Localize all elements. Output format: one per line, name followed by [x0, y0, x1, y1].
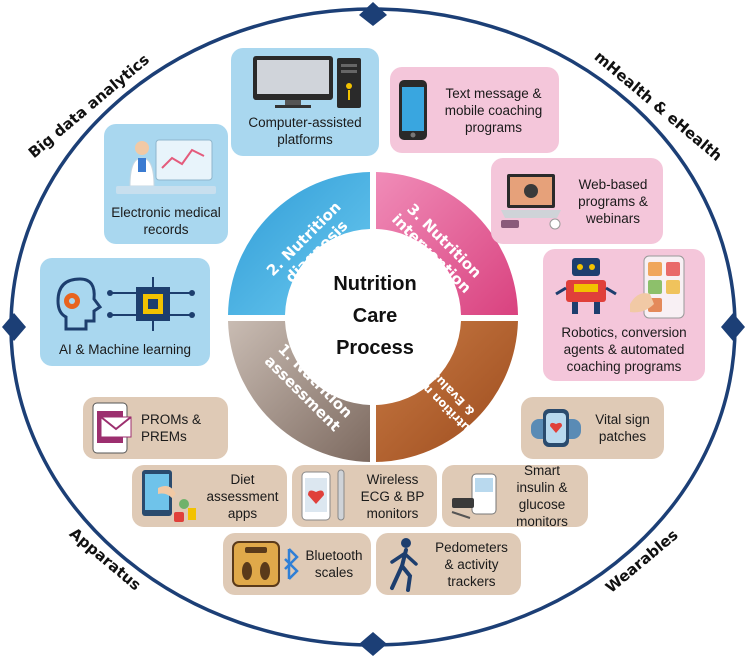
phone-message-icon	[92, 402, 132, 454]
card-computer-assisted-label: Computer-assisted platforms	[248, 115, 362, 147]
card-proms-label: PROMs & PREMs	[141, 412, 202, 444]
card-emr-label: Electronic medical records	[111, 205, 221, 237]
center-line-3: Process	[336, 337, 414, 359]
computer-icon	[253, 56, 361, 108]
card-text-message: Text message & mobile coaching programs	[390, 67, 559, 153]
card-text-message-label: Text message & mobile coaching programs	[444, 85, 543, 135]
ecg-device-icon	[301, 469, 345, 521]
card-vital-label: Vital sign patches	[595, 412, 650, 444]
center-line-2: Care	[352, 305, 398, 327]
corner-label-wearables: Wearables	[602, 526, 682, 597]
card-diet-label: Diet assessment apps	[206, 471, 279, 521]
corner-label-apparatus: Apparatus	[66, 524, 145, 594]
ai-chip-icon	[56, 277, 195, 331]
glucose-monitor-icon	[451, 473, 497, 519]
smartwatch-icon	[531, 409, 581, 447]
card-vital-sign: Vital sign patches	[521, 397, 664, 459]
card-ecg-bp: Wireless ECG & BP monitors	[292, 465, 437, 527]
ring-marker-right	[721, 313, 745, 341]
card-ecg-label: Wireless ECG & BP monitors	[360, 471, 425, 521]
center-line-1: Nutrition	[333, 273, 417, 295]
ring-marker-bottom	[359, 632, 387, 656]
card-robotics: Robotics, conversion agents & automated …	[543, 249, 705, 381]
laptop-icon	[501, 174, 561, 230]
tablet-food-icon	[142, 470, 196, 522]
center-disc	[287, 231, 459, 403]
card-smart-insulin: Smart insulin & glucose monitors	[442, 463, 588, 529]
corner-label-mhealth: mHealth & eHealth	[591, 48, 726, 165]
segment-monitoring	[376, 321, 518, 462]
card-web-based-label: Web-based programs & webinars	[578, 176, 648, 226]
card-electronic-medical-records: Electronic medical records	[104, 124, 228, 244]
smartphone-icon	[399, 80, 427, 140]
walking-person-icon	[390, 538, 418, 592]
robot-icon	[555, 255, 685, 319]
card-proms-prems: PROMs & PREMs	[83, 397, 228, 459]
ring-marker-left	[2, 313, 26, 341]
card-web-based: Web-based programs & webinars	[491, 158, 663, 244]
card-diet-assessment: Diet assessment apps	[132, 465, 287, 527]
card-robotics-label: Robotics, conversion agents & automated …	[561, 325, 687, 374]
segment-diagnosis	[228, 172, 370, 315]
card-computer-assisted: Computer-assisted platforms	[231, 48, 379, 156]
card-bluetooth-scales: Bluetooth scales	[223, 533, 371, 595]
card-ai-label: AI & Machine learning	[58, 342, 192, 357]
card-bluetooth-label: Bluetooth scales	[305, 548, 363, 580]
doctor-screen-icon	[116, 139, 216, 194]
segment-assessment	[228, 321, 370, 462]
card-pedometers-label: Pedometers & activity trackers	[435, 539, 508, 589]
card-insulin-label: Smart insulin & glucose monitors	[516, 463, 568, 529]
card-pedometers: Pedometers & activity trackers	[376, 533, 521, 595]
center-title: Nutrition Care Process	[300, 268, 450, 364]
ring-marker-top	[359, 2, 387, 26]
segment-intervention	[376, 172, 518, 315]
scale-icon	[232, 541, 299, 587]
card-ai-machine-learning: AI & Machine learning	[40, 258, 210, 366]
